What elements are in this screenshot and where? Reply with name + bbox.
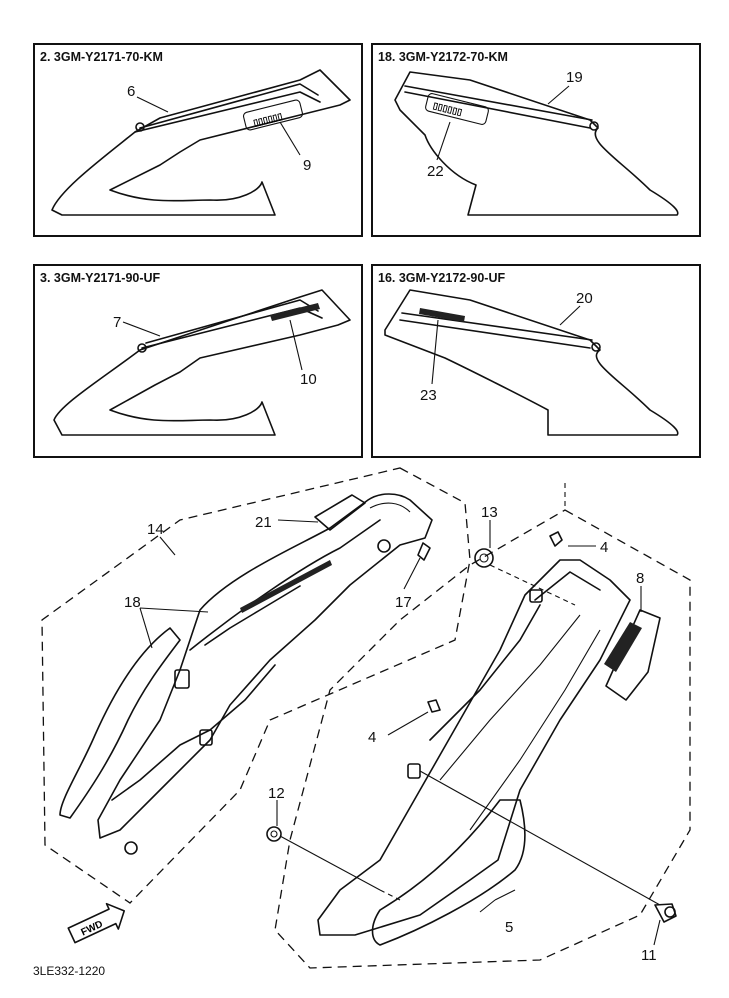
callout-18: 18 bbox=[124, 594, 141, 611]
callout-21: 21 bbox=[255, 514, 272, 531]
callout-7: 7 bbox=[113, 314, 121, 331]
callout-6: 6 bbox=[127, 83, 135, 100]
callout-22: 22 bbox=[427, 163, 444, 180]
variant-box-18: 18. 3GM-Y2172-70-KM ▯▯▯▯▯▯ 19 22 bbox=[371, 43, 701, 237]
diagram-part-number: 3LE332-1220 bbox=[33, 964, 105, 978]
forward-direction-arrow: FWD bbox=[67, 902, 126, 944]
callout-23: 23 bbox=[420, 387, 437, 404]
callout-10: 10 bbox=[300, 371, 317, 388]
variant-box-2: 2. 3GM-Y2171-70-KM ▯▯▯▯▯▯ 6 9 bbox=[33, 43, 363, 237]
left-cover-assembly: 14 21 17 18 bbox=[41, 467, 471, 904]
callout-5: 5 bbox=[505, 919, 513, 936]
callout-20: 20 bbox=[576, 290, 593, 307]
variant-box-label: 18. 3GM-Y2172-70-KM bbox=[378, 50, 508, 64]
callout-4-upper: 4 bbox=[600, 539, 608, 556]
variant-box-label: 3. 3GM-Y2171-90-UF bbox=[40, 271, 161, 285]
callout-17: 17 bbox=[395, 594, 412, 611]
variant-box-label: 16. 3GM-Y2172-90-UF bbox=[378, 271, 506, 285]
variant-box-label: 2. 3GM-Y2171-70-KM bbox=[40, 50, 163, 64]
callout-11: 11 bbox=[641, 947, 657, 964]
callout-8: 8 bbox=[636, 570, 644, 587]
variant-box-16: 16. 3GM-Y2172-90-UF 20 23 bbox=[371, 264, 701, 458]
callout-14: 14 bbox=[147, 521, 164, 538]
right-cover-assembly: 13 4 5 4 8 12 bbox=[266, 483, 691, 969]
callout-12: 12 bbox=[268, 785, 285, 802]
variant-box-3: 3. 3GM-Y2171-90-UF 7 10 bbox=[33, 264, 363, 458]
callout-19: 19 bbox=[566, 69, 583, 86]
callout-4-lower: 4 bbox=[368, 729, 376, 746]
callout-13: 13 bbox=[481, 504, 498, 521]
callout-9: 9 bbox=[303, 157, 311, 174]
